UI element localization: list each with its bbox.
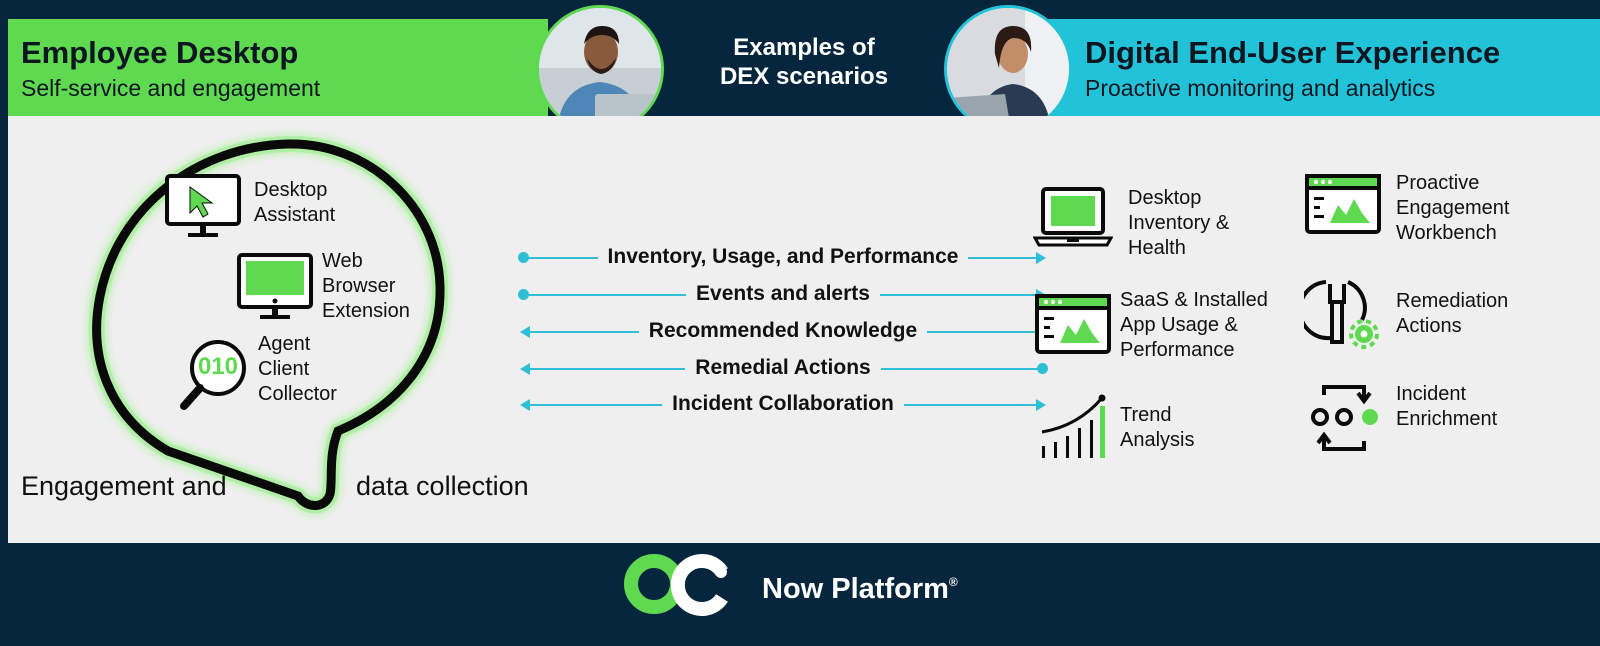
speech-bubble-outline	[88, 135, 449, 514]
dex-title: Digital End-User Experience	[1085, 35, 1501, 70]
web-browser-extension-label: Web Browser Extension	[322, 250, 410, 322]
flow-remedial-actions: Remedial Actions	[518, 356, 1048, 379]
trend-chart-icon	[1041, 394, 1106, 458]
dex-header: Digital End-User Experience Proactive mo…	[1005, 19, 1600, 116]
flow-inventory-usage: Inventory, Usage, and Performance	[518, 245, 1048, 268]
main-panel: Desktop Assistant Web Browser Extension …	[8, 116, 1600, 543]
incident-enrichment-label: Incident Enrichment	[1396, 383, 1498, 430]
now-platform-brand: Now Platform®	[762, 573, 958, 605]
trend-analysis-label: Trend Analysis	[1120, 404, 1195, 451]
wrench-gear-icon	[1304, 280, 1379, 349]
center-label-line1: Examples of	[733, 34, 875, 61]
monitor-cursor-icon	[165, 174, 241, 237]
dex-scenarios-label: Examples of DEX scenarios	[676, 33, 932, 91]
man-at-laptop-photo	[536, 5, 664, 133]
now-platform-logo-icon	[624, 554, 728, 616]
remediation-actions-label: Remediation Actions	[1396, 290, 1509, 337]
agent-code-badge: 010	[197, 353, 239, 380]
agent-client-collector-label: Agent Client Collector	[258, 333, 337, 405]
employee-desktop-title: Employee Desktop	[21, 35, 299, 70]
monitor-icon	[237, 253, 313, 319]
dex-subtitle: Proactive monitoring and analytics	[1085, 75, 1436, 101]
flow-incident-collaboration: Incident Collaboration	[518, 392, 1048, 415]
incident-enrichment-icon	[1311, 385, 1378, 451]
dashboard-window-icon	[1305, 174, 1381, 234]
desktop-inventory-label: Desktop Inventory & Health	[1128, 187, 1230, 259]
flow-recommended-knowledge: Recommended Knowledge	[518, 319, 1048, 342]
bubble-caption-right: data collection	[356, 471, 529, 501]
employee-desktop-header: Employee Desktop Self-service and engage…	[8, 19, 548, 116]
desktop-assistant-label: Desktop Assistant	[254, 179, 336, 226]
magnifier-010-icon: 010	[176, 338, 256, 418]
app-chart-window-icon	[1035, 294, 1111, 354]
woman-at-laptop-photo	[944, 5, 1072, 133]
bubble-caption-left: Engagement and	[21, 471, 227, 501]
center-label-line2: DEX scenarios	[719, 63, 889, 90]
flow-events-alerts: Events and alerts	[518, 282, 1048, 305]
saas-usage-label: SaaS & Installed App Usage & Performance	[1120, 289, 1268, 361]
laptop-icon	[1033, 187, 1113, 247]
proactive-workbench-label: Proactive Engagement Workbench	[1396, 172, 1510, 244]
employee-desktop-subtitle: Self-service and engagement	[21, 75, 321, 101]
